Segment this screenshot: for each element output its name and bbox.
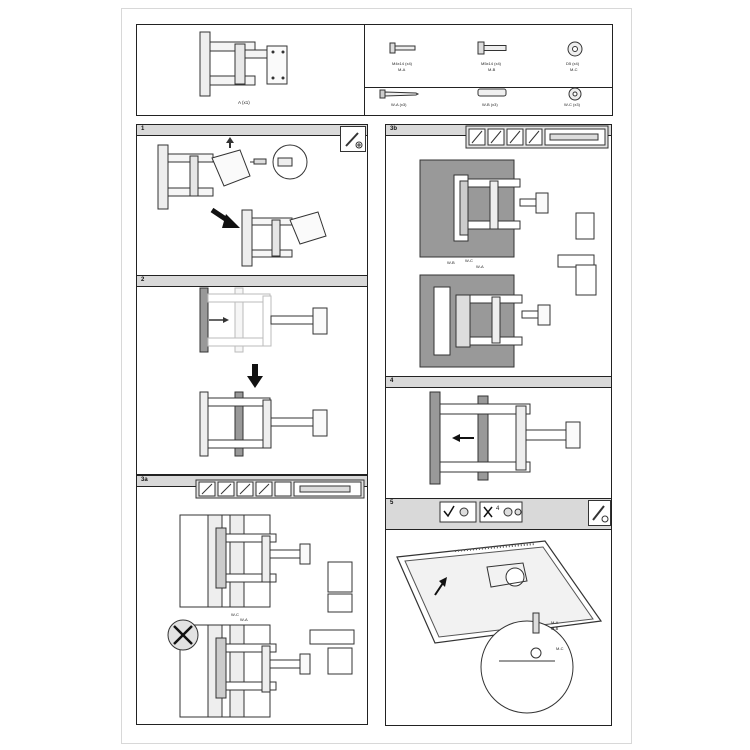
callout-wb: W-B <box>447 260 455 265</box>
step-number: 4 <box>390 378 394 384</box>
washer-icon <box>568 87 582 101</box>
tools-strip <box>195 479 365 499</box>
part-mc-code: M-C <box>570 67 578 72</box>
part-mb-code: M-B <box>488 67 496 72</box>
step-number: 5 <box>390 500 394 506</box>
callout-ma: M-A <box>551 620 559 625</box>
part-wc-label: W-C (x3) <box>564 102 580 107</box>
step-number: 3a <box>141 477 148 483</box>
step-number: 1 <box>141 126 145 132</box>
callout-count: 4 <box>496 506 500 512</box>
callout-mb: M-B <box>551 626 559 631</box>
screwdriver-icon <box>588 500 611 526</box>
step-1-drawing <box>157 137 327 267</box>
step-number: 3b <box>390 126 398 132</box>
bracket-a-label: A (x1) <box>238 100 250 105</box>
part-mc-label: D5 (x4) <box>566 61 580 66</box>
washer-icon <box>567 41 583 57</box>
step-3a-drawing <box>179 514 355 718</box>
step-3b-drawing <box>419 159 597 368</box>
screw-icon <box>477 41 507 55</box>
tools-strip <box>465 125 609 149</box>
wall-screw-icon <box>379 89 420 99</box>
callout-mc: M-C <box>556 646 564 651</box>
callout-wa: W-A <box>476 264 484 269</box>
screw-icon <box>389 42 416 54</box>
screw-options <box>439 501 523 523</box>
step-4-drawing <box>429 391 581 485</box>
part-wb-label: W-B (x3) <box>482 102 498 107</box>
anchor-icon <box>477 88 507 97</box>
part-ma-code: M-A <box>398 67 406 72</box>
bracket-a-drawing <box>199 31 288 97</box>
part-mb-label: M5x14 (x4) <box>481 61 502 66</box>
step-2-drawing <box>199 287 328 457</box>
callout-wc: W-C <box>231 612 239 617</box>
parts-panel <box>136 24 613 116</box>
part-ma-label: M4x14 (x4) <box>392 61 413 66</box>
callout-wa: W-A <box>240 617 248 622</box>
step-5-drawing <box>396 540 603 714</box>
step-number: 2 <box>141 277 145 283</box>
screwdriver-icon <box>340 126 366 152</box>
callout-wc: W-C <box>465 258 473 263</box>
part-wa-label: W-A (x3) <box>391 102 407 107</box>
no-drill-icon <box>167 619 199 651</box>
